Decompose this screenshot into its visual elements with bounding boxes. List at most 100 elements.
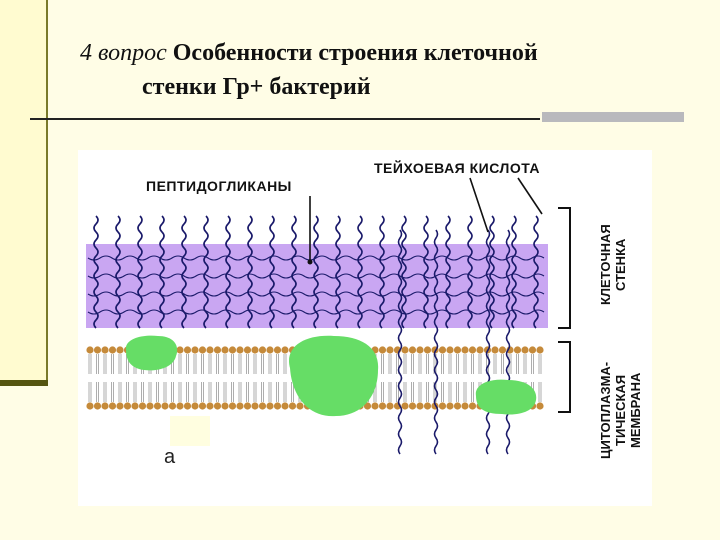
lipid-head	[521, 346, 529, 354]
label-cell-wall: КЛЕТОЧНАЯ СТЕНКА	[598, 224, 628, 306]
lipid-head	[528, 346, 537, 354]
peptidoglycan-strand	[423, 215, 429, 329]
lipid-head	[371, 402, 379, 410]
peptidoglycan-strand	[335, 215, 341, 329]
membrane-protein-right	[475, 379, 537, 415]
lipid-head	[258, 346, 267, 354]
teichoic-acid-strand	[433, 229, 439, 455]
peptidoglycan-strand	[203, 215, 209, 329]
peptidoglycan-strand	[93, 215, 99, 329]
lipid-tail	[111, 354, 114, 374]
lipid-head	[153, 402, 162, 410]
lipid-head	[243, 346, 252, 354]
lipid-head	[191, 346, 199, 354]
lipid-head	[453, 346, 462, 354]
lipid-tail	[261, 382, 264, 402]
pointer-teichoic-1	[469, 177, 489, 233]
lipid-head	[273, 402, 282, 410]
lipid-tail	[186, 354, 189, 374]
lipid-tail	[96, 354, 99, 374]
lipid-head	[408, 402, 417, 410]
lipid-head	[108, 346, 117, 354]
lipid-head	[101, 346, 109, 354]
crosslink-strand	[87, 309, 545, 315]
lipid-tail	[276, 382, 279, 402]
lipid-head	[221, 402, 229, 410]
lipid-head	[536, 346, 544, 354]
lipid-head	[386, 402, 394, 410]
lipid-head	[386, 346, 394, 354]
title-underline-accent	[542, 112, 684, 122]
lipid-tail	[178, 354, 182, 374]
lipid-tail	[231, 354, 234, 374]
lipid-tail	[246, 354, 249, 374]
lipid-tail	[441, 382, 444, 402]
lipid-head	[498, 346, 507, 354]
slide-title: 4 вопрос Особенности строения клеточной …	[80, 36, 680, 104]
lipid-head	[183, 402, 192, 410]
lipid-head	[446, 402, 454, 410]
highlight-patch	[170, 416, 210, 446]
lipid-tail	[163, 382, 167, 402]
peptidoglycan-strand	[269, 215, 275, 329]
lipid-head	[438, 402, 447, 410]
lipid-head	[116, 402, 124, 410]
lipid-head	[243, 402, 252, 410]
lipid-tail	[208, 354, 212, 374]
lipid-tail	[463, 382, 467, 402]
lipid-tail	[133, 382, 137, 402]
lipid-tail	[448, 382, 452, 402]
title-question-number: 4 вопрос	[80, 40, 167, 66]
lipid-head	[176, 346, 184, 354]
lipid-head	[461, 346, 469, 354]
lipid-head	[281, 346, 289, 354]
lipid-tail	[463, 354, 467, 374]
lipid-head	[176, 402, 184, 410]
lipid-tail	[426, 382, 429, 402]
lipid-head	[213, 402, 222, 410]
lipid-head	[198, 402, 207, 410]
lipid-tail	[426, 354, 429, 374]
teichoic-acid-strand	[397, 229, 403, 455]
lipid-tail	[223, 382, 227, 402]
lipid-head	[116, 346, 124, 354]
lipid-head	[93, 402, 102, 410]
lipid-head	[296, 402, 304, 410]
lipid-tail	[381, 382, 384, 402]
lipid-head	[168, 402, 177, 410]
peptidoglycan-strand	[291, 215, 297, 329]
lipid-head	[423, 402, 432, 410]
peptidoglycan-strand	[533, 215, 539, 329]
cell-wall-diagram: ПЕПТИДОГЛИКАНЫ ТЕЙХОЕВАЯ КИСЛОТА КЛЕТОЧН…	[78, 150, 652, 506]
left-decor-bar	[0, 0, 48, 386]
peptidoglycan-strand	[313, 215, 319, 329]
lipid-head	[288, 402, 297, 410]
lipid-head	[266, 402, 274, 410]
lipid-head	[273, 346, 282, 354]
lipid-tail	[268, 382, 272, 402]
lipid-head	[228, 346, 237, 354]
peptidoglycan-strand	[115, 215, 121, 329]
lipid-tail	[531, 354, 534, 374]
lipid-tail	[118, 354, 122, 374]
lipid-head	[378, 346, 387, 354]
lipid-tail	[276, 354, 279, 374]
title-line-2: стенки Гр+ бактерий	[142, 74, 371, 100]
lipid-tail	[148, 382, 152, 402]
lipid-head	[468, 346, 477, 354]
lipid-head	[468, 402, 477, 410]
lipid-tail	[156, 382, 159, 402]
crosslink-strand	[87, 255, 545, 261]
teichoic-acid-strand	[505, 229, 511, 455]
lipid-tail	[471, 382, 474, 402]
lipid-tail	[216, 354, 219, 374]
lipid-tail	[403, 354, 407, 374]
lipid-head	[266, 346, 274, 354]
lipid-tail	[456, 382, 459, 402]
lipid-head	[446, 346, 454, 354]
peptidoglycan-strand	[159, 215, 165, 329]
lipid-tail	[253, 354, 257, 374]
lipid-head	[438, 346, 447, 354]
lipid-tail	[193, 382, 197, 402]
lipid-head	[146, 402, 154, 410]
